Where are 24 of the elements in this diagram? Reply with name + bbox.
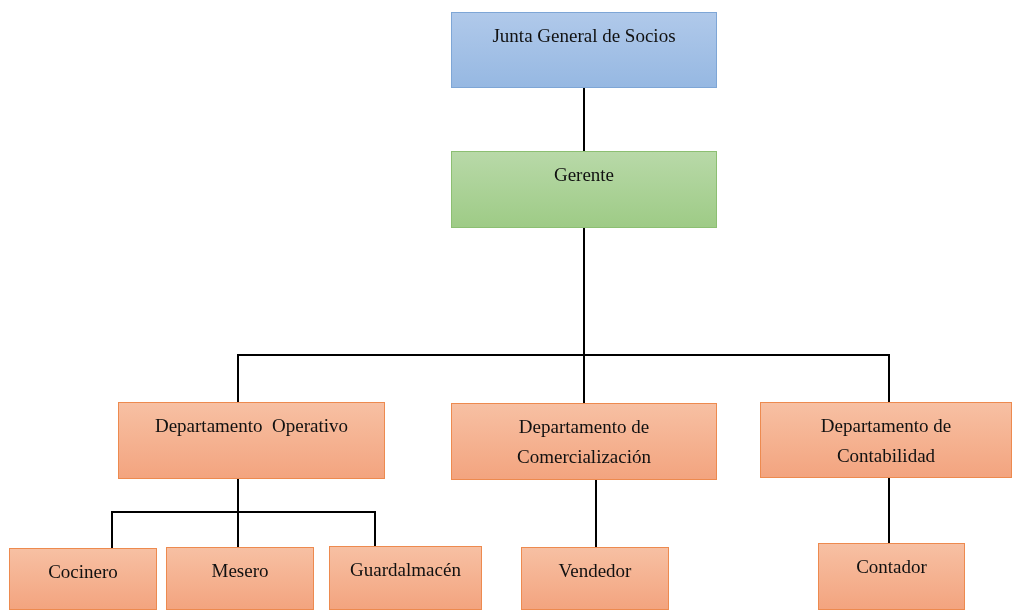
node-label: Gerente: [552, 163, 616, 187]
node-label: Departamento de Contabilidad: [819, 414, 953, 468]
role-box: [521, 547, 669, 610]
position-box: [451, 151, 717, 228]
department-box: [118, 402, 385, 479]
role-box: [818, 543, 965, 610]
node-label: Junta General de Socios: [491, 24, 677, 48]
connector-line: [237, 478, 376, 547]
node-label: Contador: [855, 555, 928, 579]
role-box: [166, 547, 314, 610]
role-box: [329, 546, 482, 610]
connector-line: [583, 87, 585, 152]
node-label: Vendedor: [557, 559, 633, 583]
connector-line: [595, 479, 597, 548]
role-box: [9, 548, 157, 610]
node-label: Departamento Operativo: [153, 414, 350, 438]
node-label: Mesero: [210, 559, 270, 583]
node-label: Guardalmacén: [349, 558, 462, 582]
connector-line: [888, 477, 890, 544]
position-box: [451, 12, 717, 88]
node-label: Cocinero: [47, 560, 119, 584]
node-label: Departamento de Comercialización: [516, 415, 652, 469]
department-box: [451, 403, 717, 480]
department-box: [760, 402, 1012, 478]
